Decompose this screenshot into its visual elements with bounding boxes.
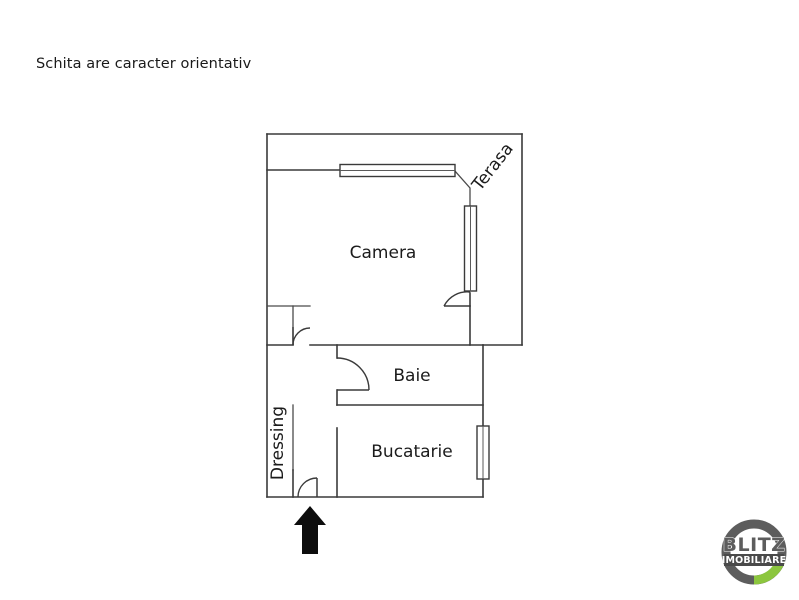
room-label-dressing: Dressing (268, 406, 288, 480)
page-title: Schita are caracter orientativ (36, 56, 252, 72)
blitz-imobiliare-logo: BLITZ IMOBILIARE (721, 519, 787, 585)
entrance-door (292, 469, 318, 498)
camera-door-arc (292, 327, 311, 346)
room-label-terasa-group: Terasa (468, 139, 518, 195)
camera-top-window (339, 163, 456, 178)
terasa-door-arc (443, 291, 471, 307)
logo-ring (721, 519, 787, 585)
room-label-camera: Camera (350, 243, 417, 263)
entrance-door-arc (297, 477, 318, 498)
baie-door-arc (336, 357, 370, 391)
camera-wall-diagonal (454, 170, 471, 209)
bucatarie-side-window (476, 425, 490, 480)
logo-brand-text: BLITZ (723, 534, 786, 556)
logo-subtitle-text: IMOBILIARE (722, 555, 787, 566)
terasa-door (443, 291, 471, 307)
room-bucatarie: Bucatarie (336, 427, 453, 498)
terasa-side-window (463, 205, 478, 292)
logo-banner (724, 554, 784, 566)
room-camera: Camera (266, 169, 484, 346)
room-baie: Baie (336, 344, 484, 406)
room-dressing: Dressing (268, 404, 294, 480)
entrance-arrow (294, 506, 326, 554)
outer-walls (266, 133, 523, 498)
room-label-terasa: Terasa (468, 139, 518, 195)
baie-door (336, 357, 370, 391)
room-label-bucatarie: Bucatarie (371, 442, 452, 462)
room-label-baie: Baie (393, 366, 430, 386)
camera-door (292, 327, 311, 346)
